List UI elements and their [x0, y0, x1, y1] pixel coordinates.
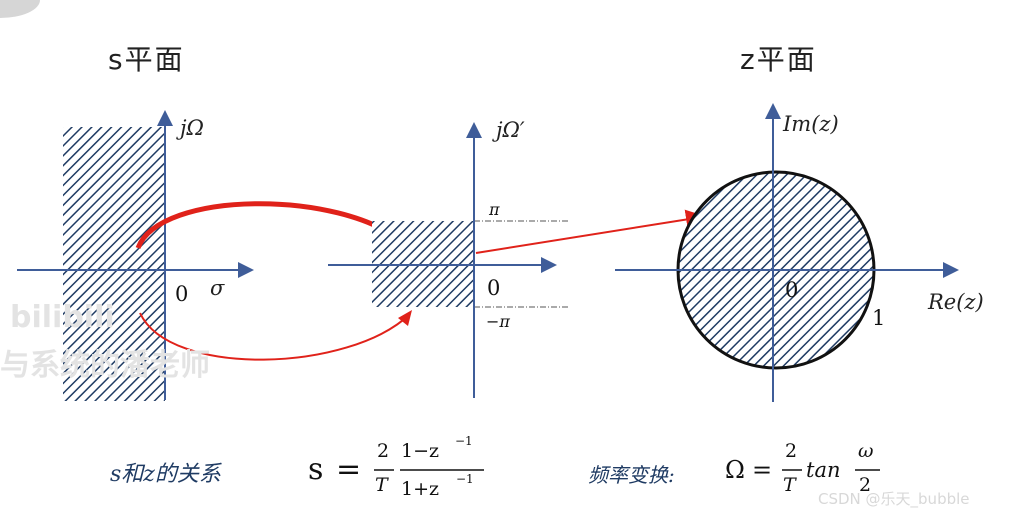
formula1-num-exponent: −1 — [455, 434, 473, 448]
formula2-coef-num: 2 — [785, 440, 798, 462]
lower-mapping-arrow — [139, 312, 411, 361]
unit-radius-label: 1 — [872, 306, 886, 330]
strip-origin: 0 — [487, 276, 501, 300]
s-plane-left-half-region — [63, 127, 165, 401]
formula2-label: 频率变换: — [588, 463, 675, 487]
neg-pi-label: −π — [486, 312, 510, 331]
formula2-coef-den: T — [783, 474, 796, 496]
z-plane-title: z平面 — [740, 43, 817, 76]
formula2-equals: = — [752, 456, 773, 484]
strip-y-label: jΩ′ — [496, 118, 525, 142]
formula1-coef-den: T — [375, 474, 388, 496]
csdn-credit: CSDN @乐天_bubble — [818, 490, 970, 508]
formula2-omega: ω — [858, 440, 874, 462]
z-plane-origin: 0 — [785, 278, 799, 302]
formula1-frac-num: 1−z — [401, 440, 440, 462]
formula2-tan: tan — [806, 458, 841, 482]
strip-to-disk-arrow — [475, 209, 706, 254]
s-plane-origin: 0 — [175, 282, 189, 306]
formula2-lhs: Ω — [725, 456, 745, 484]
watermark-channel: 与系统的潘老师 — [0, 348, 210, 383]
s-plane-y-label: jΩ — [180, 116, 204, 140]
formula1-lhs: s — [308, 452, 324, 487]
formula1-label: s和z的关系 — [110, 462, 221, 487]
formula1-frac-den: 1+z — [401, 478, 440, 500]
z-plane-x-label: Re(z) — [928, 290, 984, 314]
pi-label: π — [489, 200, 500, 219]
formula1-equals: = — [336, 452, 362, 487]
z-plane-y-label: Im(z) — [783, 112, 839, 136]
formula1-coef-num: 2 — [377, 440, 390, 462]
formula1-den-exponent: −1 — [456, 472, 474, 486]
watermark-bilibili: bilibili — [10, 300, 115, 335]
formula2-omega-den: 2 — [859, 474, 872, 496]
upper-mapping-arrow — [135, 201, 404, 250]
corner-shadow — [0, 0, 40, 18]
lower-mapping-arrow-head — [398, 310, 412, 326]
s-plane-x-label: σ — [210, 276, 225, 300]
s-plane-title: s平面 — [108, 43, 185, 76]
